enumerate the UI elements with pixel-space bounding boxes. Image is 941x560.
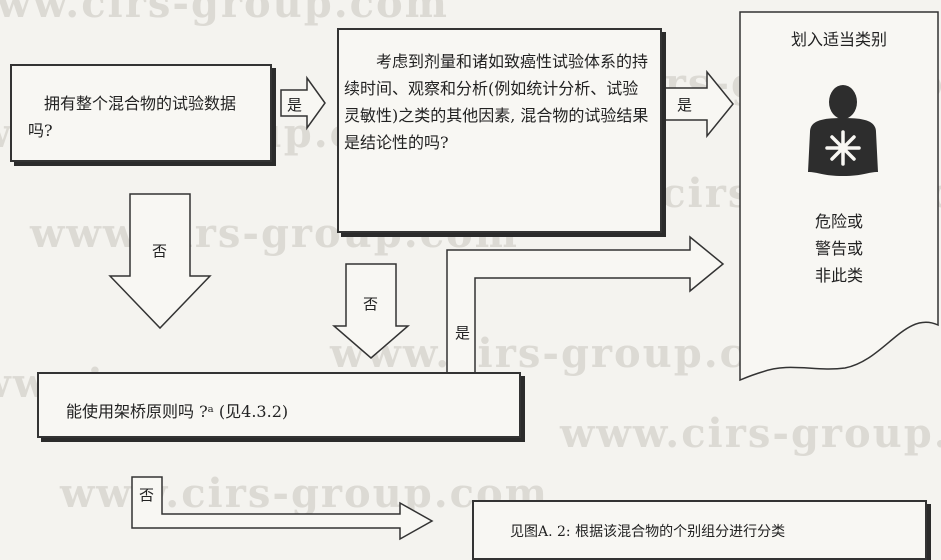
result-line-3: 非此类 (814, 266, 863, 285)
no-arrow-3 (131, 476, 434, 541)
question-bridging-text: 能使用架桥原则吗 ?ᵃ (见4.3.2) (66, 402, 289, 421)
watermark: www.cirs-group.com (0, 0, 450, 27)
no-arrow-1 (108, 193, 212, 330)
no-arrow-2 (331, 263, 411, 359)
yes-arrow-1 (280, 75, 326, 131)
question-test-data-text: 拥有整个混合物的试验数据吗? (28, 94, 237, 140)
see-figure-text: 见图A. 2: 根据该混合物的个别组分进行分类 (510, 524, 786, 540)
no-label-3: 否 (139, 486, 155, 504)
question-conclusive-text: 考虑到剂量和诸如致癌性试验体系的持续时间、观察和分析(例如统计分析、试验灵敏性)… (344, 52, 649, 152)
watermark: www.cirs-group.com (560, 410, 941, 457)
health-hazard-icon (808, 85, 878, 176)
yes-arrow-3 (446, 235, 725, 379)
yes-label-2: 是 (677, 96, 693, 114)
question-box-bridging (37, 372, 521, 438)
yes-arrow-2 (662, 69, 734, 139)
result-title: 划入适当类别 (790, 30, 887, 49)
no-label-1: 否 (152, 242, 168, 260)
result-line-2: 警告或 (814, 239, 863, 258)
yes-label-1: 是 (287, 96, 303, 114)
question-box-test-data (10, 64, 272, 162)
yes-label-3: 是 (455, 324, 471, 342)
flowchart-arrows (108, 11, 939, 541)
result-line-1: 危险或 (814, 212, 863, 231)
no-label-2: 否 (363, 295, 379, 313)
watermark: www.cirs-group.com (330, 330, 820, 377)
question-box-conclusive (337, 28, 662, 233)
result-card-outline (739, 11, 939, 382)
